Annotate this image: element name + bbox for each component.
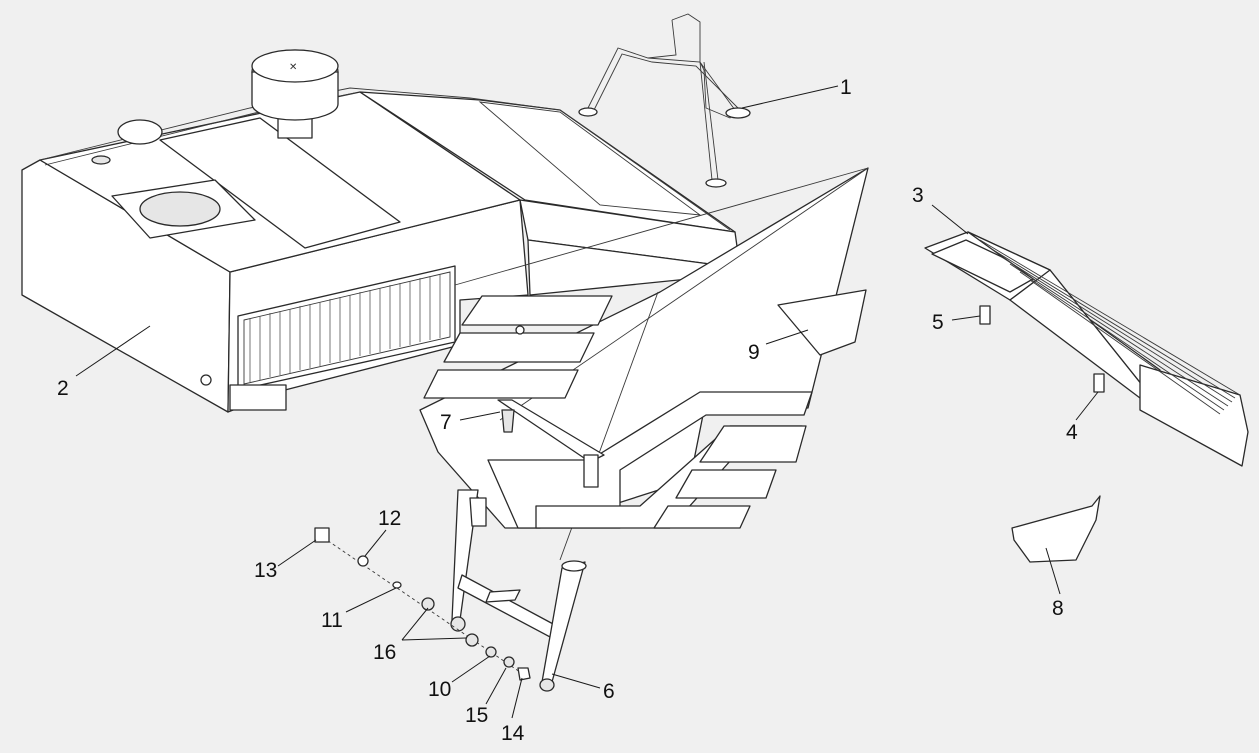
hood-assembly: ✕: [21, 49, 741, 413]
callout-8: 8: [1052, 597, 1064, 620]
callout-9: 9: [748, 341, 760, 364]
callout-10: 10: [428, 678, 451, 701]
callout-3: 3: [912, 184, 924, 207]
svg-text:✕: ✕: [289, 62, 297, 73]
callout-11: 11: [321, 609, 343, 632]
support-bracket-7: [497, 399, 605, 488]
radiator-cover: [924, 231, 1249, 467]
leader-lines: [75, 85, 1099, 719]
hood-grille: [237, 265, 456, 391]
callout-4: 4: [1066, 421, 1078, 444]
callout-2: 2: [57, 377, 69, 400]
fastener-stack: [314, 527, 531, 681]
callout-12: 12: [378, 507, 401, 530]
front-stand: [450, 489, 587, 692]
callout-14: 14: [501, 722, 525, 745]
roll-bar: [578, 13, 751, 188]
bracket-4: [1093, 373, 1105, 393]
air-cleaner-cap: ✕: [251, 49, 339, 139]
callout-16: 16: [373, 641, 396, 664]
callout-1: 1: [840, 76, 852, 99]
callout-6: 6: [603, 680, 615, 703]
side-plate-9: [777, 289, 867, 356]
callout-5: 5: [932, 311, 944, 334]
callout-labels: 1 2 3 4 5 6 7 8 9 10 11 12 13 14 15 16: [57, 76, 1078, 745]
bracket-5: [979, 305, 991, 325]
callout-7: 7: [440, 411, 452, 434]
callout-15: 15: [465, 704, 488, 727]
lower-plate-8: [1011, 495, 1101, 563]
callout-13: 13: [254, 559, 277, 582]
side-panel: [419, 167, 869, 561]
